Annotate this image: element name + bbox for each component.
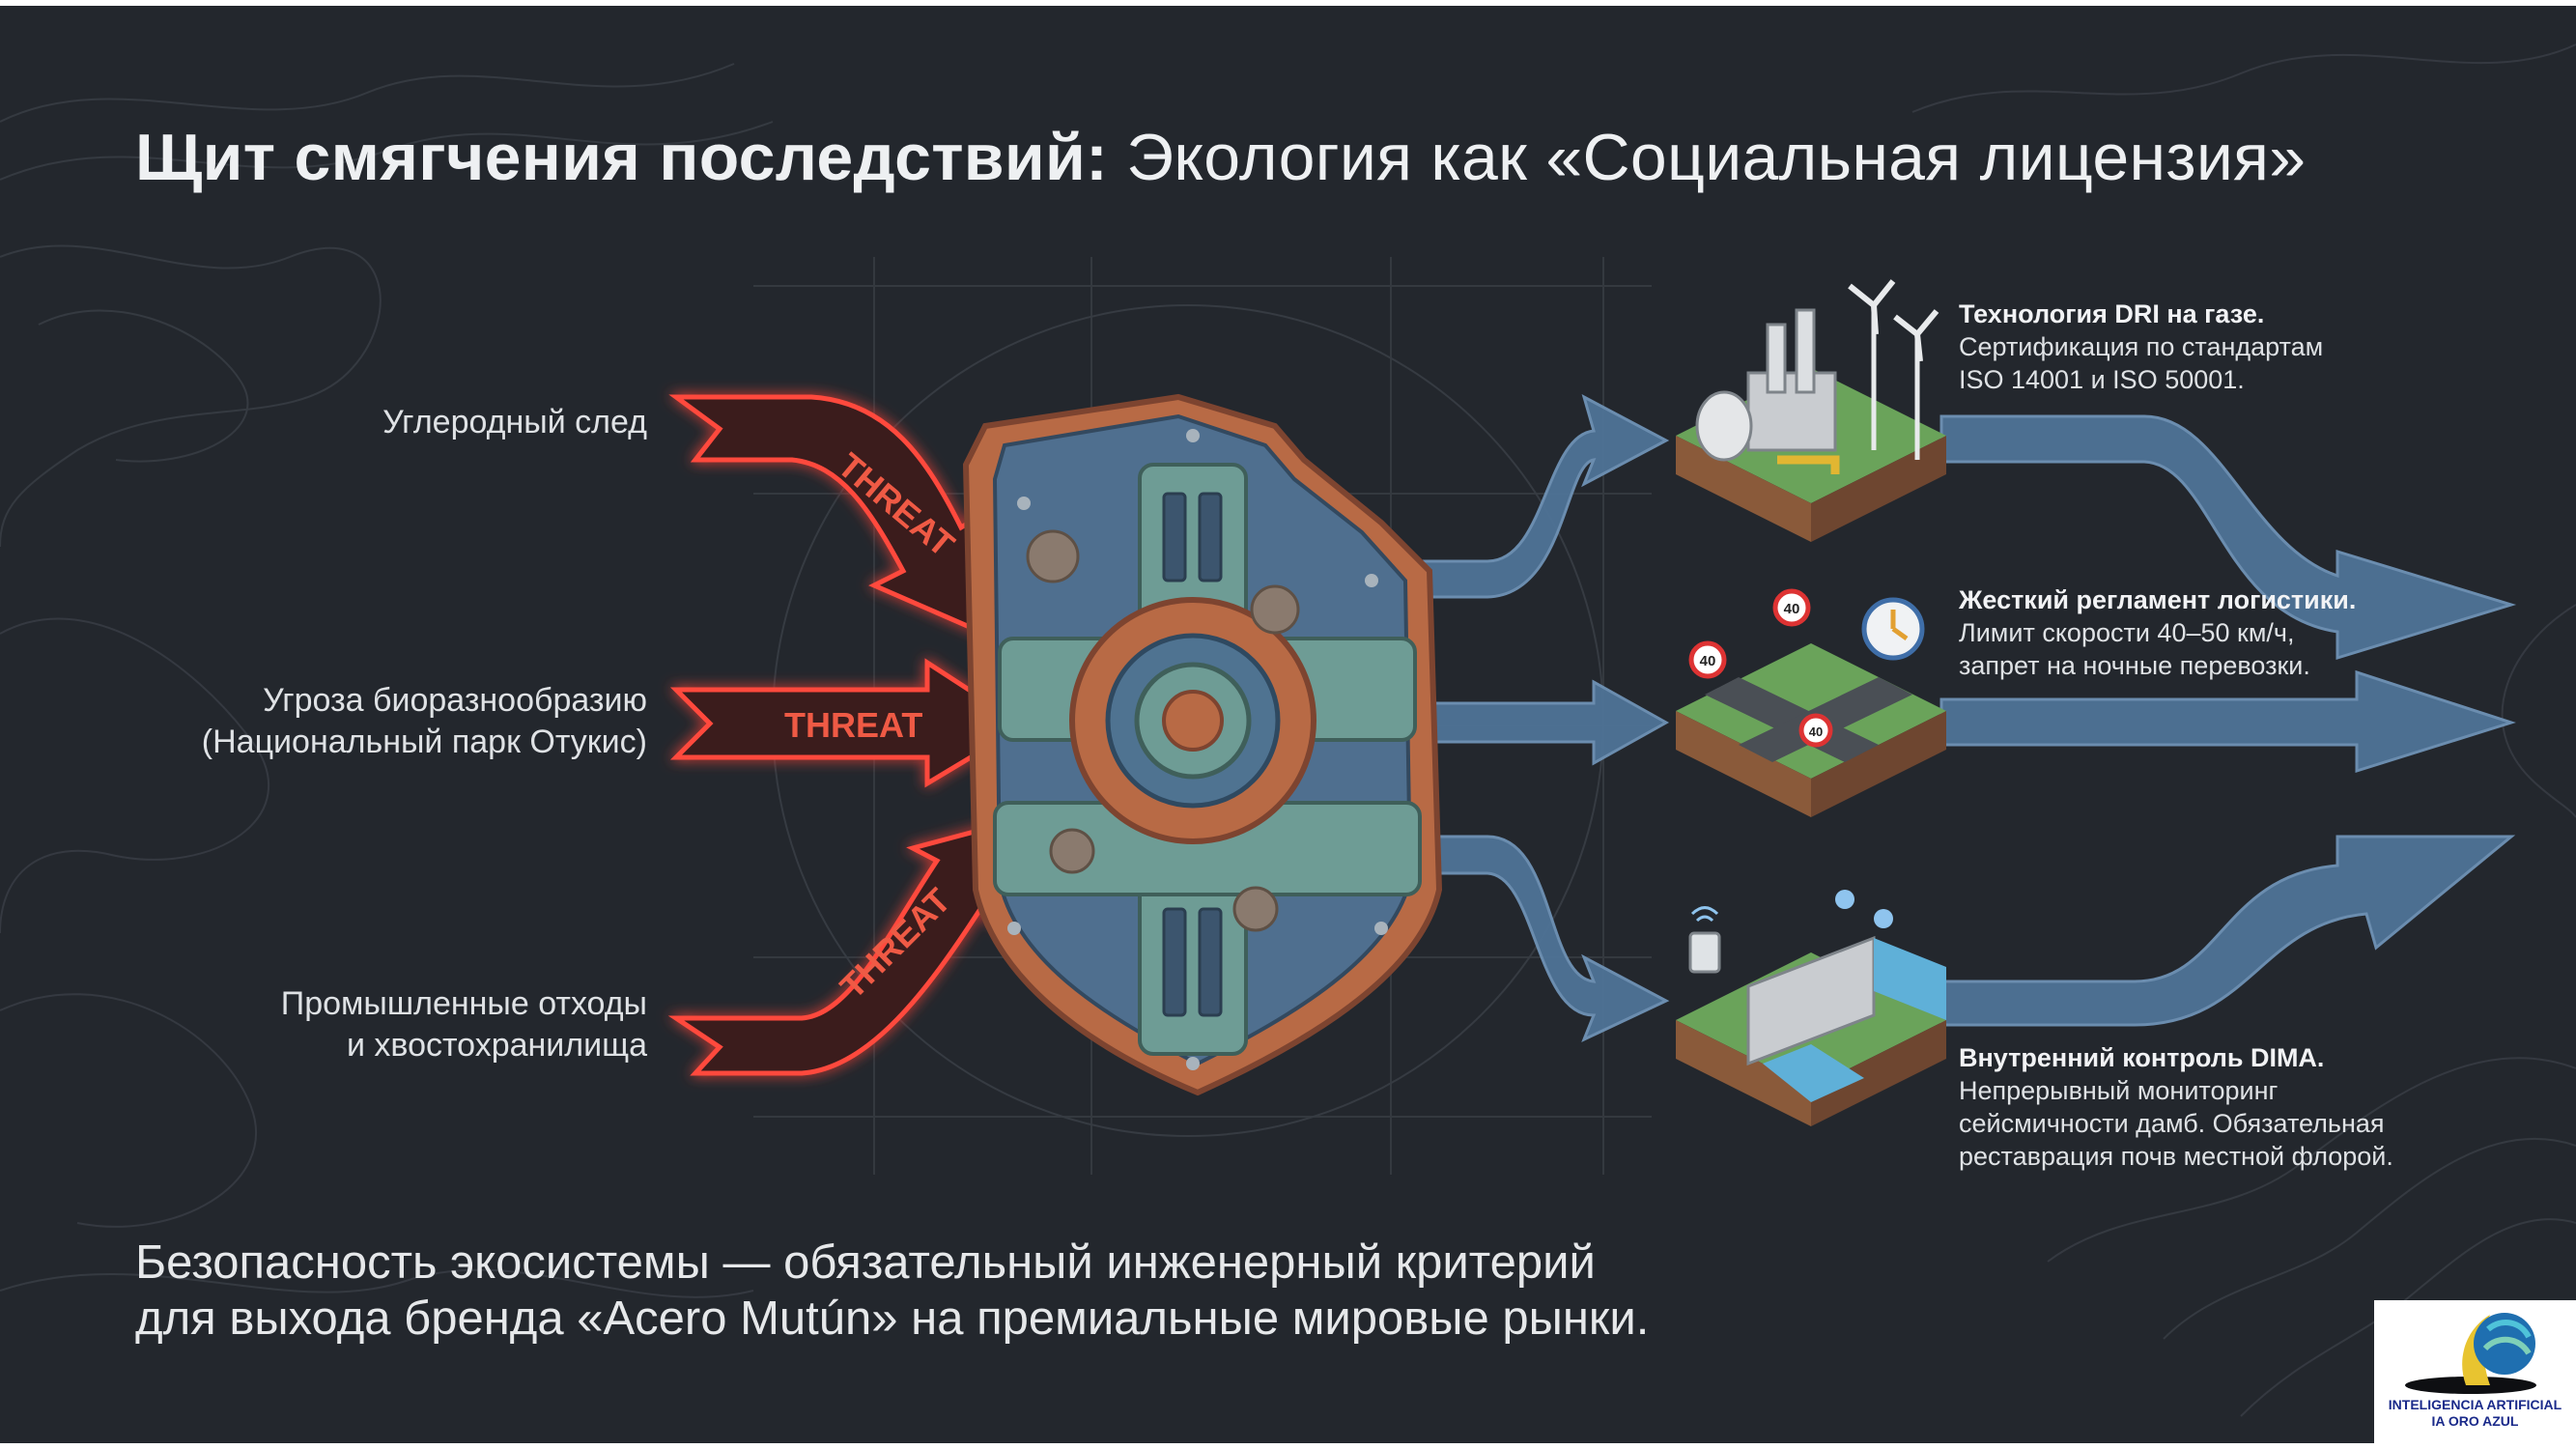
threat-label-line: Угроза биоразнообразию [263,682,647,719]
footer-line: Безопасность экосистемы — обязательный и… [135,1236,1596,1289]
flow-arrow-out-top [1939,414,2517,661]
title-bold: Щит смягчения последствий: [135,121,1109,194]
brand-logo: INTELIGENCIA ARTIFICIAL IA ORO AZUL [2374,1300,2576,1443]
threat-label-line: Углеродный след [382,404,647,440]
threat-label-biodiversity: Угроза биоразнообразию (Национальный пар… [202,680,647,763]
dam-monitoring-icon [1676,890,1946,1126]
output-heading: Жесткий регламент логистики. [1959,585,2357,614]
flow-arrow-to-plant [1418,394,1670,599]
footer-line: для выхода бренда «Acero Mutún» на преми… [135,1293,1650,1345]
output-line: реставрация почв местной флорой. [1959,1142,2393,1171]
logo-line: IA ORO AZUL [2431,1413,2519,1429]
output-line: Непрерывный мониторинг [1959,1076,2279,1105]
slide-title: Щит смягчения последствий: Экология как … [135,120,2306,195]
threat-badge-middle: THREAT [784,705,922,745]
title-regular: Экология как «Социальная лицензия» [1108,121,2307,194]
speed-sign-value: 40 [1700,653,1716,669]
output-heading: Внутренний контроль DIMA. [1959,1043,2325,1072]
output-line: ISO 14001 и ISO 50001. [1959,365,2245,394]
logo-line: INTELIGENCIA ARTIFICIAL [2388,1397,2562,1412]
industrial-plant-wind-turbines-icon [1676,279,1946,542]
output-text-logistics: Жесткий регламент логистики. Лимит скоро… [1959,583,2356,682]
speed-sign-value: 40 [1784,601,1800,617]
footer-statement: Безопасность экосистемы — обязательный и… [135,1235,1649,1347]
output-line: запрет на ночные перевозки. [1959,651,2310,680]
slide: Щит смягчения последствий: Экология как … [0,6,2576,1443]
threat-label-carbon: Углеродный след [382,402,647,443]
output-text-dima: Внутренний контроль DIMA. Непрерывный мо… [1959,1041,2393,1173]
flow-arrow-to-dam [1418,835,1670,1042]
logo-mark-icon [2405,1313,2536,1394]
output-heading: Технология DRI на газе. [1959,299,2265,328]
flow-arrow-out-bottom [1939,835,2516,1027]
output-line: Лимит скорости 40–50 км/ч, [1959,618,2295,647]
output-line: сейсмичности дамб. Обязательная [1959,1109,2385,1138]
shield-icon [962,393,1443,1096]
threat-label-waste: Промышленные отходы и хвостохранилища [281,983,647,1066]
flow-arrow-out-middle [1939,669,2516,774]
output-text-dri: Технология DRI на газе. Сертификация по … [1959,298,2323,396]
threat-label-line: (Национальный парк Отукис) [201,724,647,760]
output-flows: THREAT THREAT THREAT [667,394,2517,1076]
flow-arrow-to-road [1418,679,1670,766]
output-line: Сертификация по стандартам [1959,332,2324,361]
speed-sign-value: 40 [1809,724,1823,739]
road-crossing-speed-signs-icon: 40 40 40 [1676,588,1946,817]
threat-label-line: Промышленные отходы [280,985,647,1022]
threat-arrow-middle [669,658,1029,788]
topographic-lines [0,43,2576,1417]
logo-text: INTELIGENCIA ARTIFICIAL IA ORO AZUL [2374,1397,2576,1430]
threat-label-line: и хвостохранилища [346,1027,647,1064]
